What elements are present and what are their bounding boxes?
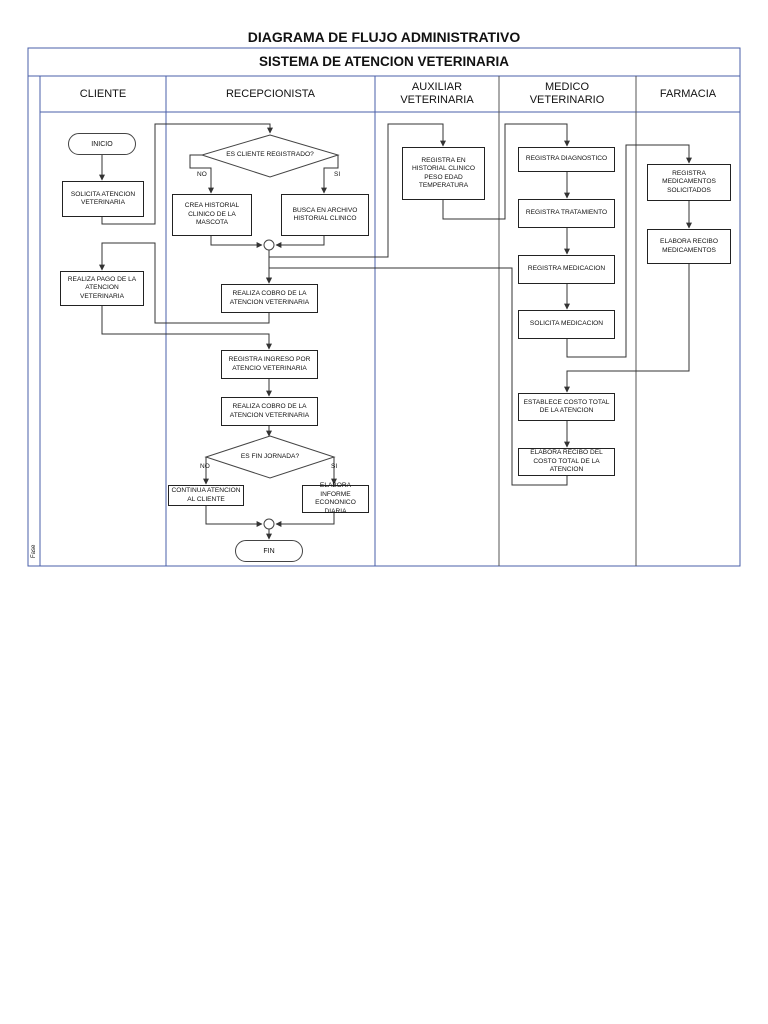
process-establece-costo: ESTABLECE COSTO TOTAL DE LA ATENCION — [518, 393, 615, 421]
process-solicita-medicacion: SOLICITA MEDICACION — [518, 310, 615, 339]
start-terminal: INICIO — [68, 133, 136, 155]
process-elabora-recibo-med: ELABORA RECIBO MEDICAMENTOS — [647, 229, 731, 264]
process-elabora-informe: ELABORA INFORME ECONONICO DIARIA — [302, 482, 369, 515]
merge-connector-1 — [263, 239, 275, 251]
flow-lines — [99, 123, 692, 540]
process-registra-medicacion: REGISTRA MEDICACION — [518, 255, 615, 284]
process-realiza-cobro-1: REALIZA COBRO DE LA ATENCION VETERINARIA — [221, 284, 318, 313]
process-registra-tratamiento: REGISTRA TRATAMIENTO — [518, 199, 615, 228]
lane-header-medico: MEDICO VETERINARIO — [529, 81, 605, 106]
process-busca-archivo: BUSCA EN ARCHIVO HISTORIAL CLINICO — [281, 194, 369, 236]
lane-header-cliente: CLIENTE — [79, 87, 127, 100]
decision-cliente-registrado-shape — [200, 134, 340, 178]
diagram-subtitle: SISTEMA DE ATENCION VETERINARIA — [258, 54, 509, 69]
diagram-title: DIAGRAMA DE FLUJO ADMINISTRATIVO — [247, 29, 521, 45]
decision-cliente-registrado-label: ES CLIENTE REGISTRADO? — [226, 151, 314, 158]
decision-fin-jornada-label: ES FIN JORNADA? — [240, 453, 300, 460]
end-terminal: FIN — [235, 540, 303, 562]
branch-label-no-2: NO — [200, 463, 210, 470]
decision-fin-jornada-shape — [204, 435, 336, 479]
lane-header-auxiliar: AUXILIAR VETERINARIA — [400, 81, 474, 106]
process-solicita-atencion: SOLICITA ATENCION VETERINARIA — [62, 181, 144, 217]
process-continua-atencion: CONTINUA ATENCION AL CLIENTE — [168, 485, 244, 506]
lane-header-farmacia: FARMACIA — [659, 87, 717, 100]
process-registra-historial: REGISTRA EN HISTORIAL CLINICO PESO EDAD … — [402, 147, 485, 200]
swimlane-frame — [27, 47, 741, 567]
branch-label-no-1: NO — [197, 171, 207, 178]
process-registra-diagnostico: REGISTRA DIAGNOSTICO — [518, 147, 615, 172]
merge-connector-2 — [263, 518, 275, 530]
process-realiza-pago: REALIZA PAGO DE LA ATENCION VETERINARIA — [60, 271, 144, 306]
process-elabora-recibo-costo: ELABORA RECIBO DEL COSTO TOTAL DE LA ATE… — [518, 448, 615, 476]
lane-separators — [498, 76, 637, 566]
process-registra-medicamentos: REGISTRA MEDICAMENTOS SOLICITADOS — [647, 164, 731, 201]
process-registra-ingreso: REGISTRA INGRESO POR ATENCIO VETERINARIA — [221, 350, 318, 379]
branch-label-si-1: SI — [334, 171, 341, 178]
process-crea-historial: CREA HISTORIAL CLINICO DE LA MASCOTA — [172, 194, 252, 236]
branch-label-si-2: SI — [331, 463, 338, 470]
phase-label: Fase — [31, 544, 37, 558]
process-realiza-cobro-2: REALIZA COBRO DE LA ATENCION VETERINARIA — [221, 397, 318, 426]
lane-header-recepcionista: RECEPCIONISTA — [225, 87, 316, 100]
